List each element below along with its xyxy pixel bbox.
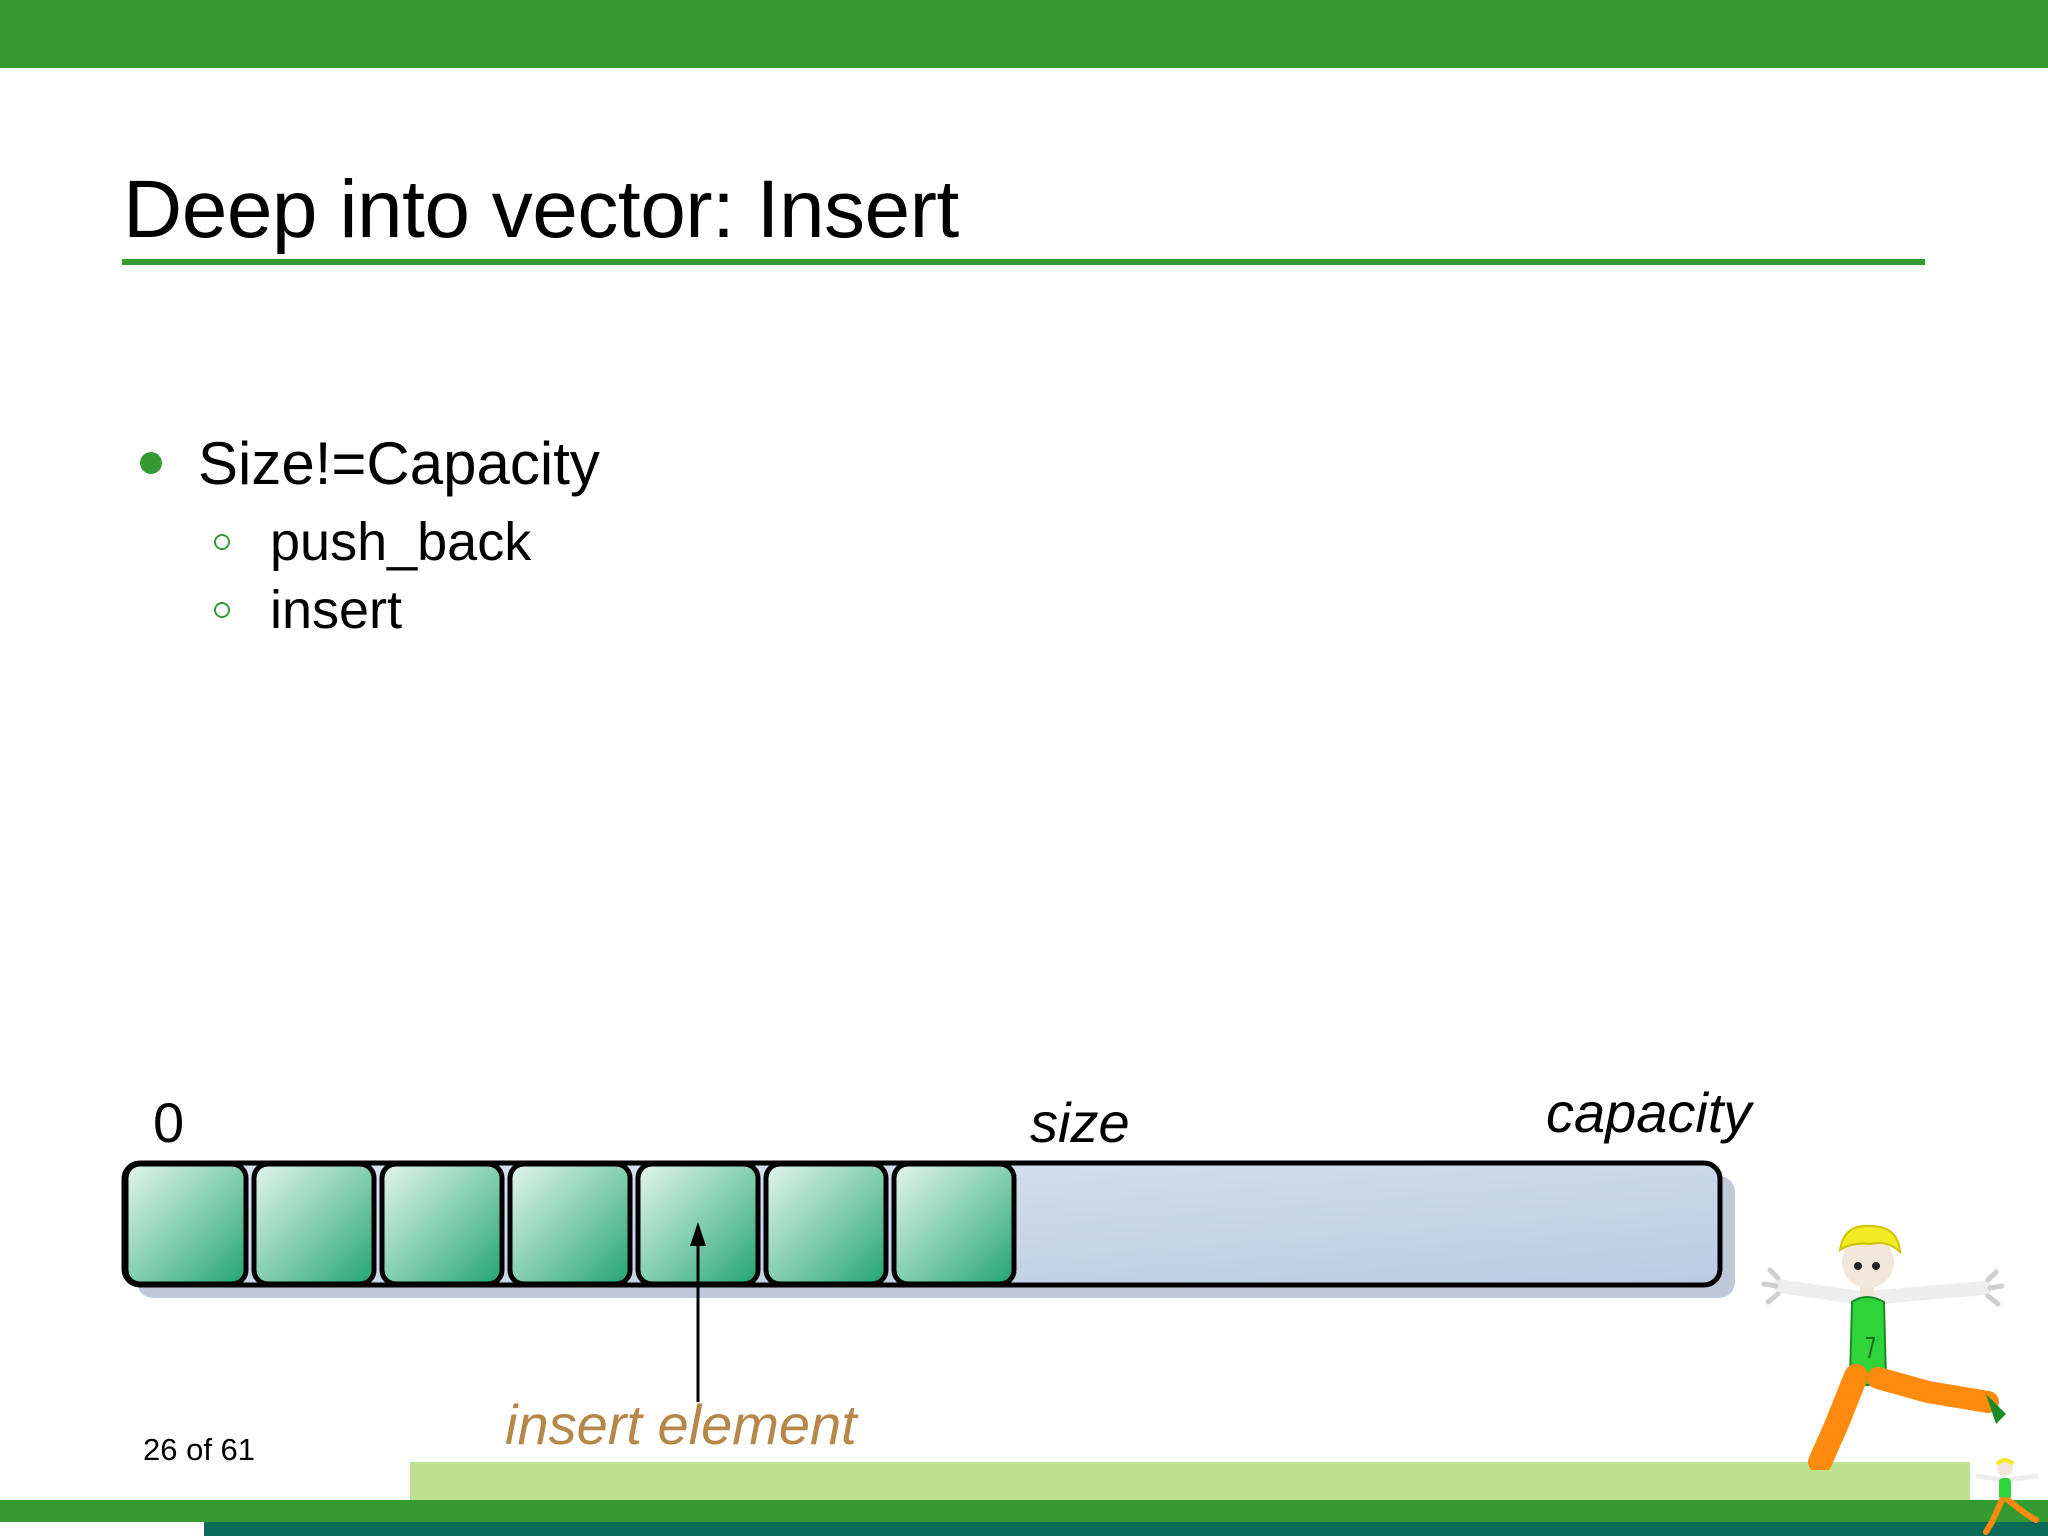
footer-white-block xyxy=(0,1522,204,1536)
footer-green-bar xyxy=(0,1500,2048,1522)
sub-bullet-push-back: push_back xyxy=(214,512,531,572)
sub-bullet-text: push_back xyxy=(270,512,532,572)
bullet-size-capacity: Size!=Capacity xyxy=(140,428,600,498)
insert-element-label: insert element xyxy=(505,1393,857,1456)
capacity-label: capacity xyxy=(1546,1081,1752,1144)
element-cell xyxy=(251,1161,377,1287)
title-underline xyxy=(122,259,1925,265)
bullet-text: Size!=Capacity xyxy=(198,429,600,497)
insert-arrow xyxy=(690,1222,706,1402)
sub-bullet-insert: insert xyxy=(214,580,402,640)
element-cells xyxy=(123,1161,1017,1287)
footer-light-band xyxy=(410,1462,1970,1500)
start-index-label: 0 xyxy=(153,1091,185,1154)
element-cell xyxy=(507,1161,633,1287)
footer-teal-bar xyxy=(204,1522,2048,1536)
sub-bullet-text: insert xyxy=(270,580,403,640)
element-cell xyxy=(123,1161,249,1287)
bullet-ring-icon xyxy=(214,534,230,550)
element-cell xyxy=(891,1161,1017,1287)
slide-title: Deep into vector: Insert xyxy=(123,164,959,255)
top-banner xyxy=(0,0,2048,68)
size-label: size xyxy=(1030,1091,1130,1154)
element-cell xyxy=(763,1161,889,1287)
bullet-ring-icon xyxy=(214,602,230,618)
bullet-dot-icon xyxy=(140,452,162,474)
element-cell xyxy=(379,1161,505,1287)
page-number: 26 of 61 xyxy=(143,1432,256,1467)
mascot-icon xyxy=(1761,1224,2006,1470)
mini-mascot-icon xyxy=(1975,1458,2039,1535)
